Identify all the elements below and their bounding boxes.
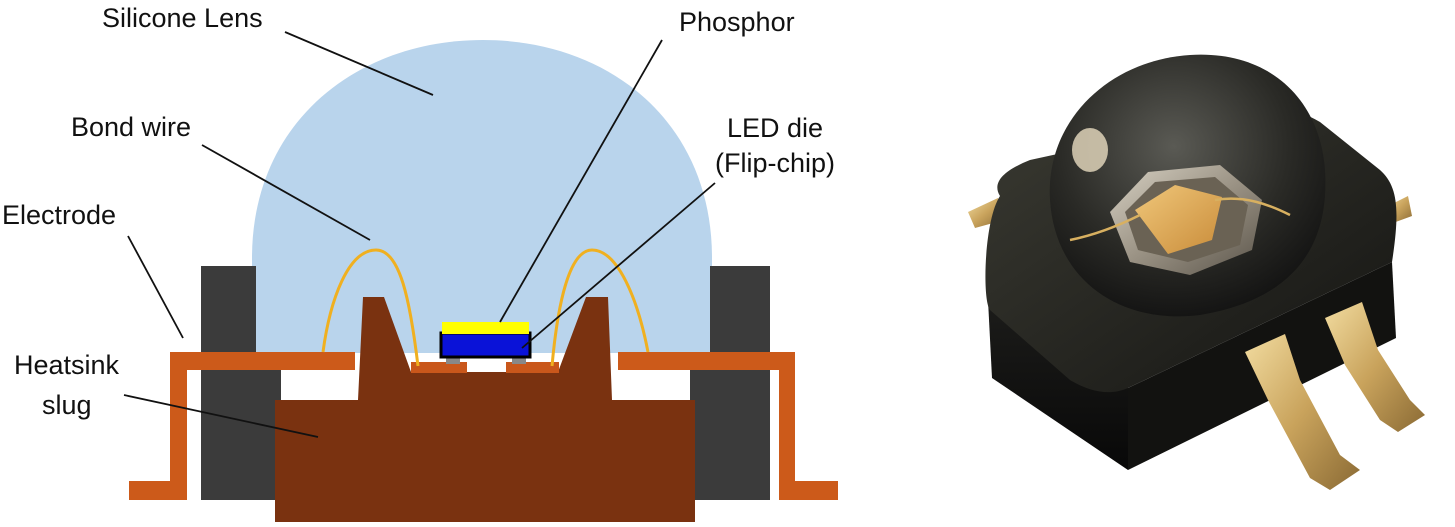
silicone-lens	[252, 40, 712, 353]
label-led-die-line2: (Flip-chip)	[715, 148, 835, 178]
electrode-right	[618, 352, 838, 500]
led-photo	[968, 54, 1425, 490]
label-silicone-lens: Silicone Lens	[102, 3, 263, 33]
label-led-die-line1: LED die	[727, 113, 823, 143]
bond-wire-left	[321, 248, 420, 367]
leader-heatsink	[123, 394, 319, 438]
phosphor-layer	[442, 322, 529, 334]
photo-wire-right	[1214, 197, 1291, 217]
label-heatsink-line1: Heatsink	[14, 350, 120, 380]
heatsink-slug	[275, 297, 695, 522]
solder-pad-right	[506, 362, 559, 373]
leader-phosphor	[499, 39, 663, 323]
led-die	[439, 331, 532, 359]
photo-leg-left	[1245, 334, 1360, 490]
leader-silicone-lens	[284, 31, 434, 96]
leader-bond-wire	[201, 144, 371, 241]
bond-wire-right	[550, 248, 650, 367]
photo-wire-left	[1069, 213, 1141, 242]
photo-led-chip	[1135, 185, 1222, 254]
label-bond-wire: Bond wire	[71, 112, 191, 142]
electrode-left	[129, 352, 355, 500]
solder-pad-left	[411, 362, 467, 373]
leader-electrode	[127, 235, 184, 339]
label-heatsink-line2: slug	[42, 390, 92, 420]
bump-right	[512, 356, 526, 364]
leader-led-die	[521, 182, 716, 349]
housing-base-right	[690, 370, 770, 500]
photo-body-side	[988, 300, 1128, 470]
photo-lens-highlight	[1072, 128, 1108, 172]
photo-leg-right	[1325, 302, 1425, 432]
label-phosphor: Phosphor	[679, 7, 795, 37]
bump-left	[446, 356, 460, 364]
cross-section-diagram: Silicone Lens Phosphor Bond wire LED die…	[2, 3, 838, 522]
label-electrode: Electrode	[2, 200, 116, 230]
housing-base-left	[201, 370, 281, 500]
